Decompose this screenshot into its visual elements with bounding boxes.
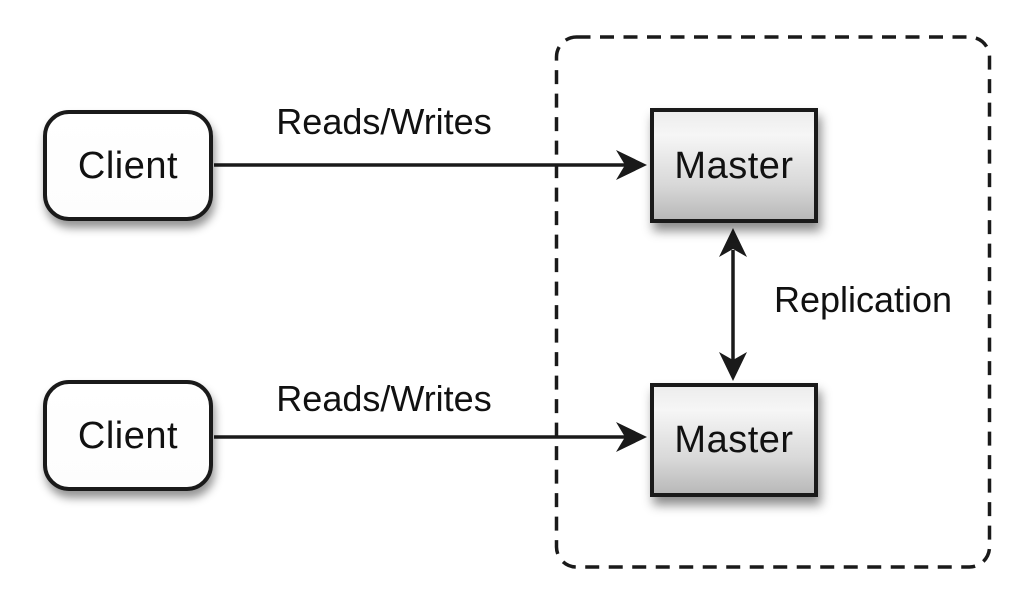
reads-writes-arrow-top: [214, 150, 647, 180]
master-node-top: Master: [650, 108, 818, 223]
master-node-top-label: Master: [674, 144, 794, 187]
replication-boundary-dashed-box: [554, 35, 992, 569]
arrowhead-right-icon: [616, 150, 647, 180]
arrowhead-down-icon: [719, 352, 747, 381]
client-node-top-label: Client: [77, 144, 179, 187]
reads-writes-arrow-bottom: [214, 422, 647, 452]
reads-writes-label-bottom: Reads/Writes: [276, 378, 492, 419]
replication-label: Replication: [773, 279, 953, 320]
client-node-top: Client: [43, 110, 213, 221]
replication-arrow: [719, 228, 747, 381]
master-node-bottom: Master: [650, 383, 818, 497]
client-node-bottom-label: Client: [77, 414, 179, 457]
client-node-bottom: Client: [43, 380, 213, 491]
master-node-bottom-label: Master: [674, 419, 794, 461]
arrowhead-right-icon: [616, 422, 647, 452]
reads-writes-label-top: Reads/Writes: [276, 101, 492, 142]
arrowhead-up-icon: [719, 228, 747, 257]
